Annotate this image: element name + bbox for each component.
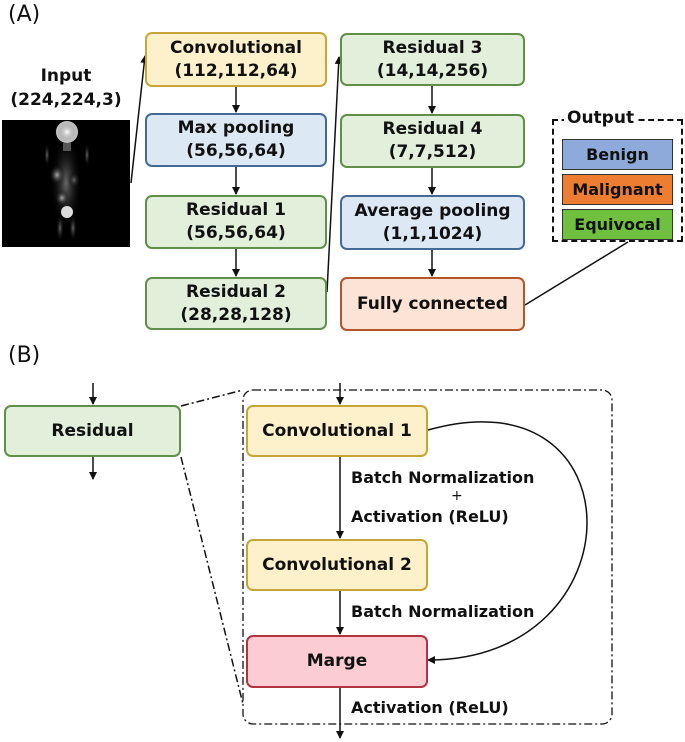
convolutional-box: Convolutional (112,112,64) bbox=[145, 32, 327, 87]
output-box: Output Benign Malignant Equivocal bbox=[552, 108, 683, 242]
merge-title: Marge bbox=[306, 651, 368, 671]
input-label: Input (224,224,3) bbox=[0, 64, 132, 112]
residual-1-title: Residual 1 bbox=[186, 200, 286, 220]
convolutional-2-box: Convolutional 2 bbox=[246, 539, 428, 591]
residual-2-title: Residual 2 bbox=[186, 281, 286, 302]
output-benign: Benign bbox=[562, 139, 673, 170]
residual-4-title: Residual 4 bbox=[382, 119, 483, 139]
max-pooling-shape: (56,56,64) bbox=[186, 141, 286, 161]
residual-2-shape: (28,28,128) bbox=[180, 304, 292, 325]
residual-1-box: Residual 1 (56,56,64) bbox=[145, 195, 327, 249]
residual-4-shape: (7,7,512) bbox=[388, 142, 477, 162]
fully-connected-box: Fully connected bbox=[340, 277, 525, 331]
output-equivocal: Equivocal bbox=[562, 209, 673, 240]
average-pooling-title: Average pooling bbox=[354, 200, 511, 221]
merge-box: Marge bbox=[246, 635, 428, 688]
max-pooling-title: Max pooling bbox=[177, 118, 295, 138]
average-pooling-shape: (1,1,1024) bbox=[382, 223, 483, 244]
batch-normalization-label-1: Batch Normalization bbox=[351, 468, 535, 487]
residual-3-box: Residual 3 (14,14,256) bbox=[340, 33, 525, 86]
output-title: Output bbox=[564, 108, 638, 128]
max-pooling-box: Max pooling (56,56,64) bbox=[145, 113, 327, 167]
residual-block-box: Residual bbox=[4, 405, 181, 457]
residual-4-box: Residual 4 (7,7,512) bbox=[340, 114, 525, 168]
output-malignant: Malignant bbox=[562, 174, 673, 205]
residual-1-shape: (56,56,64) bbox=[186, 223, 286, 243]
residual-3-title: Residual 3 bbox=[382, 37, 483, 58]
input-title: Input bbox=[40, 66, 92, 86]
residual-block-title: Residual bbox=[51, 420, 134, 441]
panel-b-label: (B) bbox=[8, 343, 41, 368]
convolutional-1-box: Convolutional 1 bbox=[246, 405, 428, 457]
convolutional-2-title: Convolutional 2 bbox=[262, 554, 412, 575]
average-pooling-box: Average pooling (1,1,1024) bbox=[340, 195, 525, 250]
fully-connected-title: Fully connected bbox=[357, 293, 508, 314]
residual-3-shape: (14,14,256) bbox=[376, 60, 489, 81]
input-shape: (224,224,3) bbox=[10, 90, 122, 110]
convolutional-1-title: Convolutional 1 bbox=[262, 420, 412, 441]
convolutional-shape: (112,112,64) bbox=[174, 60, 298, 81]
activation-relu-label-1: Activation (ReLU) bbox=[351, 507, 509, 526]
residual-2-box: Residual 2 (28,28,128) bbox=[145, 277, 327, 330]
plus-sign: + bbox=[451, 488, 463, 504]
pet-scan-image bbox=[2, 118, 130, 247]
activation-relu-label-2: Activation (ReLU) bbox=[351, 698, 509, 717]
panel-a-label: (A) bbox=[8, 2, 41, 27]
batch-normalization-label-2: Batch Normalization bbox=[351, 602, 535, 621]
convolutional-title: Convolutional bbox=[170, 37, 302, 58]
